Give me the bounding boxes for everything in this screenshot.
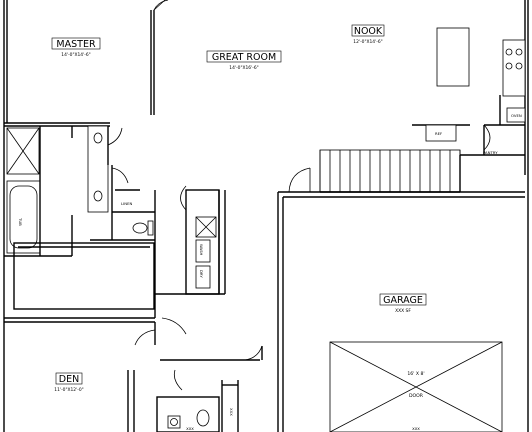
den-label: DEN 11'-0"X12'-0"	[54, 372, 84, 393]
den-bottom-dim: XXX	[186, 426, 194, 431]
master-dims: 14'-0"X14'-6"	[61, 52, 90, 58]
garage-door-label: DOOR	[409, 393, 424, 399]
master-bath	[4, 125, 155, 257]
garage-bottom-dim: XXX	[412, 426, 420, 431]
ref-label: REF	[435, 131, 442, 136]
master-name: MASTER	[56, 39, 96, 50]
great-room-door-swing	[153, 0, 169, 11]
den-name: DEN	[59, 374, 79, 385]
den-entry	[4, 317, 263, 432]
kitchen	[425, 27, 526, 192]
walk-in-closet	[13, 190, 156, 318]
stair-dim: XXX	[229, 408, 234, 416]
washer-label: WASH	[199, 244, 204, 256]
dryer-label: DRY	[199, 270, 204, 278]
pantry-label: PANTRY	[483, 150, 498, 155]
den-dims: 11'-0"X12'-0"	[54, 387, 83, 393]
garage-dims: XXX SF	[395, 308, 411, 314]
oven-label: OVEN	[511, 113, 522, 118]
nook-label: NOOK 12'-0"X14'-6"	[351, 24, 385, 45]
tub-label: TUB	[18, 217, 23, 226]
garage-door	[329, 341, 503, 432]
washer	[195, 239, 211, 263]
laundry	[155, 185, 226, 295]
great-room-dims: 14'-0"X16'-6"	[229, 65, 258, 71]
powder-toilet	[196, 409, 210, 427]
exterior-walls	[3, 0, 529, 432]
powder-sink	[167, 415, 181, 429]
garage-door-size: 16' X 8'	[407, 371, 424, 377]
linen-label: LINEN	[121, 201, 132, 206]
stairs	[319, 149, 461, 193]
great-room-name: GREAT ROOM	[212, 52, 276, 63]
nook-name: NOOK	[354, 26, 383, 37]
garage	[277, 167, 525, 432]
dryer	[195, 265, 211, 289]
range	[502, 39, 526, 97]
island	[436, 27, 470, 87]
refrigerator	[425, 124, 457, 142]
great-room-label: GREAT ROOM 14'-0"X16'-6"	[206, 50, 282, 71]
garage-name: GARAGE	[383, 295, 423, 306]
master-label: MASTER 14'-0"X14'-6"	[51, 37, 101, 58]
toilet	[132, 222, 148, 234]
oven	[506, 107, 526, 123]
tub	[6, 180, 41, 254]
nook-dims: 12'-0"X14'-6"	[353, 39, 382, 45]
vanity	[87, 125, 109, 213]
garage-label: GARAGE XXX SF	[379, 293, 427, 314]
